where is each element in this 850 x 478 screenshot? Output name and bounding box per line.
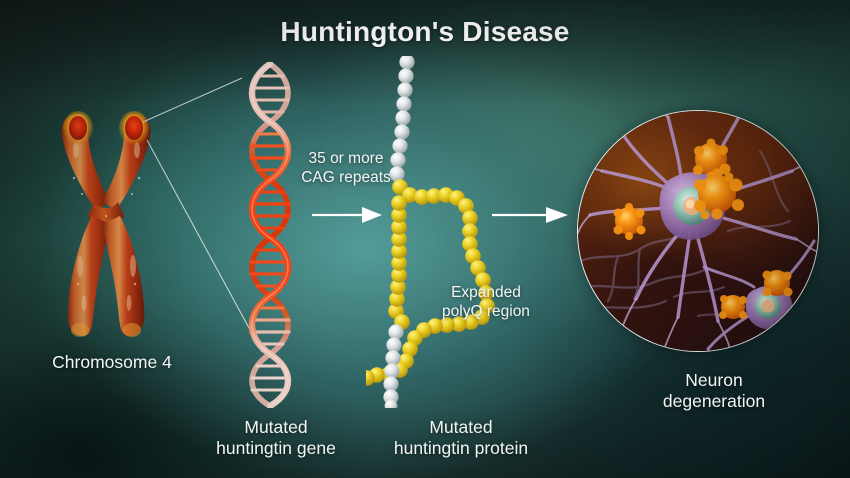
neuron-degeneration-label: Neuron degeneration xyxy=(662,370,766,412)
page-title: Huntington's Disease xyxy=(0,16,850,48)
chromosome-icon xyxy=(44,98,168,344)
chromosome-label: Chromosome 4 xyxy=(52,352,172,372)
degenerating-neurons-icon xyxy=(577,110,819,352)
dna-double-helix-icon xyxy=(232,60,308,410)
mutated-protein-label: Mutated huntingtin protein xyxy=(393,417,529,459)
right-arrow-icon xyxy=(312,207,382,223)
cag-repeats-label: 35 or more CAG repeats xyxy=(301,150,391,186)
protein-bead-chain-icon xyxy=(359,54,506,413)
polyq-region-label: Expanded polyQ region xyxy=(442,284,530,320)
mutated-gene-label: Mutated huntingtin gene xyxy=(216,417,336,459)
right-arrow-icon xyxy=(492,207,568,223)
